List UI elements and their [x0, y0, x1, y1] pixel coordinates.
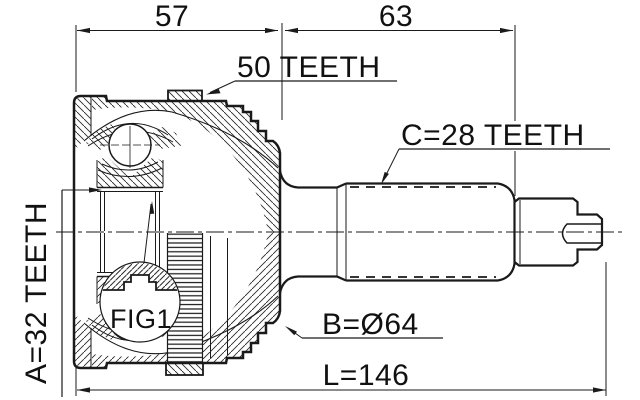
dimension-63-value: 63: [379, 0, 413, 33]
shaft-neck-top: [278, 170, 347, 189]
arrowhead: [500, 27, 513, 34]
arrowhead: [77, 387, 90, 393]
abs-ring-tooth-top: [167, 89, 203, 102]
dimension-63: 63: [285, 0, 516, 196]
dimension-length-value: L=146: [323, 359, 410, 392]
leader-arrowhead: [285, 326, 297, 336]
spline-tooth-profile: [101, 274, 179, 291]
drive-shaft: [278, 170, 604, 294]
bell-wall-hatch: [92, 96, 280, 232]
arrowhead: [265, 27, 278, 34]
shaft-end-section: [513, 197, 604, 267]
joint-section-top-half: [74, 96, 280, 232]
leader-arrowhead: [381, 171, 389, 185]
outer-spline-teeth-label: C=28 TEETH: [401, 119, 585, 152]
label-b-diameter: B=Ø64: [285, 308, 443, 341]
fig1-label: FIG1: [110, 304, 172, 334]
dimension-length: L=146: [75, 262, 607, 396]
abs-ring-teeth-label: 50 TEETH: [237, 51, 381, 84]
outer-race-body: [72, 89, 282, 376]
threaded-bore: [561, 223, 602, 244]
bell-left-wall-hatch: [74, 96, 91, 151]
arrowhead: [285, 27, 298, 34]
leader-arrowhead: [89, 187, 102, 193]
inner-race-hatch: [97, 156, 163, 188]
fig1-detail-bubble: FIG1: [99, 201, 181, 343]
leader-arrowhead: [206, 88, 221, 95]
fig1-leader-arrowhead: [149, 201, 155, 214]
arrowhead: [593, 387, 606, 393]
label-c-28-teeth: C=28 TEETH: [381, 119, 610, 185]
dimension-57: 57: [75, 0, 283, 120]
body-diameter-label: B=Ø64: [322, 308, 419, 341]
bell-outline: [72, 94, 282, 370]
label-50-teeth: 50 TEETH: [206, 51, 397, 95]
abs-ring-tooth-bottom: [165, 362, 204, 376]
label-a-32-teeth: A=32 TEETH: [20, 187, 102, 397]
bell-inner-surface: [83, 109, 279, 169]
abs-reluctor-band: [166, 233, 228, 363]
shaft-neck-bottom: [278, 275, 347, 294]
dimension-57-value: 57: [155, 0, 189, 33]
arrowhead: [77, 27, 90, 34]
inner-spline-teeth-label: A=32 TEETH: [20, 202, 53, 384]
